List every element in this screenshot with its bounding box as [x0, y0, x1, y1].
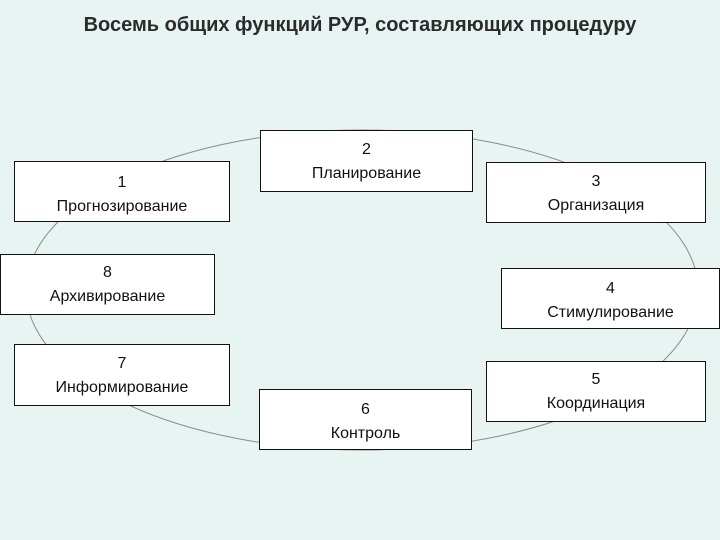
function-box-stimulation: 4 Стимулирование	[501, 268, 720, 329]
function-number: 5	[591, 371, 601, 388]
function-number: 4	[606, 280, 615, 297]
function-label: Планирование	[311, 165, 422, 182]
function-number: 8	[103, 264, 112, 281]
function-label: Прогнозирование	[56, 198, 188, 215]
function-box-planning: 2 Планирование	[260, 130, 473, 192]
function-box-organization: 3 Организация	[486, 162, 706, 223]
page-title: Восемь общих функций РУР, составляющих п…	[83, 14, 637, 36]
function-number: 7	[117, 355, 127, 372]
function-label: Архивирование	[49, 288, 166, 305]
function-label: Стимулирование	[547, 304, 674, 321]
function-number: 1	[117, 174, 127, 191]
function-box-forecasting: 1 Прогнозирование	[14, 161, 230, 222]
function-number: 2	[362, 141, 371, 158]
function-label: Контроль	[330, 425, 401, 442]
function-label: Информирование	[55, 379, 189, 396]
function-number: 6	[361, 401, 370, 418]
function-label: Координация	[546, 395, 646, 412]
function-box-informing: 7 Информирование	[14, 344, 230, 406]
function-label: Организация	[547, 197, 645, 214]
function-box-archiving: 8 Архивирование	[0, 254, 215, 315]
function-number: 3	[591, 173, 601, 190]
function-box-control: 6 Контроль	[259, 389, 472, 450]
function-box-coordination: 5 Координация	[486, 361, 706, 422]
